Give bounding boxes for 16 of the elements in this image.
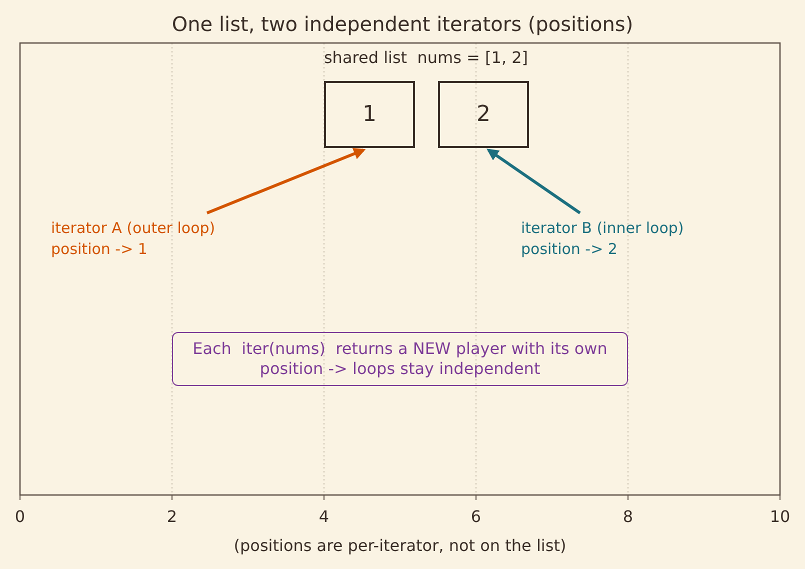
- tick-label: 10: [768, 507, 792, 527]
- tick-label: 2: [166, 507, 178, 527]
- iterator-label: iterator A (outer loop) position -> 1: [51, 218, 251, 260]
- tick-label: 6: [470, 507, 482, 527]
- iterator-label: iterator B (inner loop) position -> 2: [521, 218, 721, 260]
- list-item-box: 1: [324, 81, 415, 148]
- tick-label: 4: [318, 507, 330, 527]
- arrow: [486, 148, 581, 214]
- tick-label: 8: [622, 507, 634, 527]
- list-item-box: 2: [438, 81, 529, 148]
- list-caption: shared list nums = [1, 2]: [322, 47, 530, 69]
- axis-label: (positions are per-iterator, not on the list): [232, 535, 568, 557]
- tick-label: 0: [14, 507, 26, 527]
- arrow: [206, 148, 366, 214]
- chart-title: One list, two independent iterators (positions): [170, 11, 634, 38]
- note-box: Each iter(nums) returns a NEW player with its own position -> loops stay independent: [172, 332, 628, 386]
